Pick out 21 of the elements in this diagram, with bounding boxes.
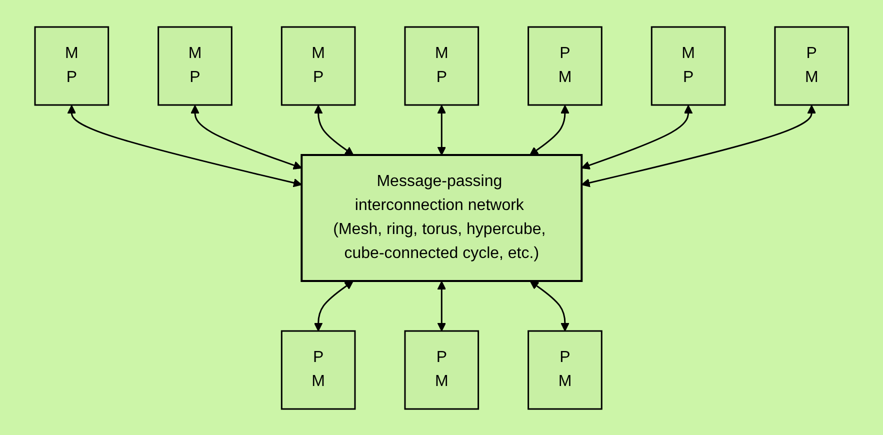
node-box: Message-passing interconnection network (Mesh, ring, torus, hypercube, cube-connected cycle, etc.) bbox=[300, 154, 582, 282]
arrow bbox=[314, 104, 354, 155]
arrow bbox=[581, 104, 816, 187]
node-box: P M bbox=[527, 26, 602, 106]
node-box: P M bbox=[527, 330, 602, 410]
arrow bbox=[67, 104, 302, 187]
node-box: P M bbox=[280, 330, 356, 410]
arrow bbox=[529, 104, 570, 155]
node-box: M P bbox=[34, 26, 109, 106]
arrow bbox=[581, 104, 693, 170]
arrow bbox=[437, 104, 446, 155]
node-box: M P bbox=[404, 26, 479, 106]
arrow bbox=[314, 280, 354, 331]
arrow bbox=[437, 280, 446, 331]
node-box: P M bbox=[774, 26, 849, 106]
arrow bbox=[190, 104, 302, 170]
node-box: M P bbox=[650, 26, 726, 106]
node-box: M P bbox=[157, 26, 232, 106]
node-box: P M bbox=[404, 330, 479, 410]
node-box: M P bbox=[280, 26, 356, 106]
arrow bbox=[530, 280, 570, 331]
